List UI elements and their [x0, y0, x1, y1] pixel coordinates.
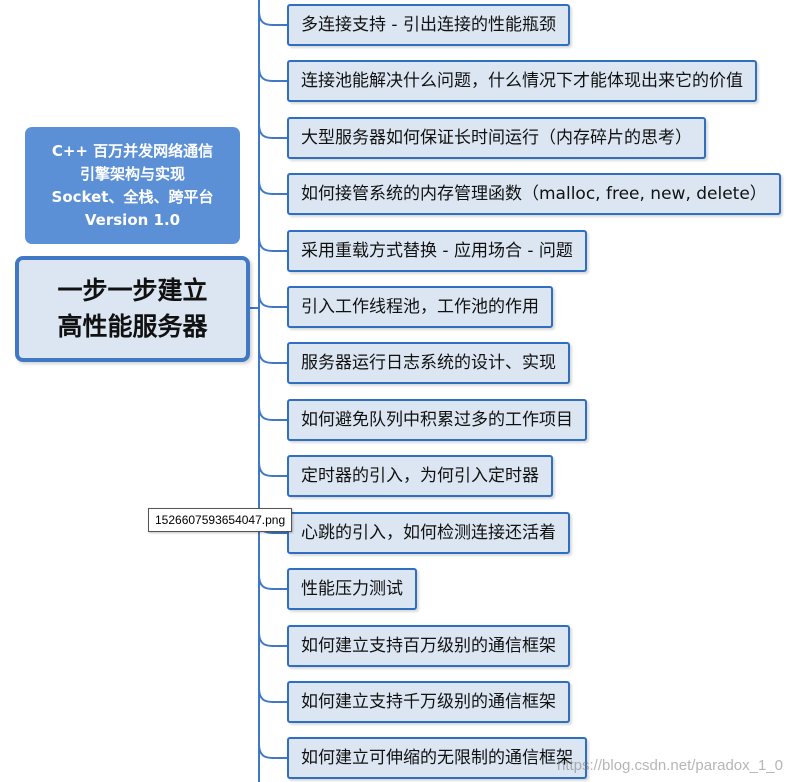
- branch-connector: [258, 405, 287, 421]
- branch-connector: [258, 631, 287, 647]
- branch-connector: [258, 574, 287, 590]
- branch-connector: [258, 66, 287, 82]
- root-topic-node[interactable]: 一步一步建立 高性能服务器: [15, 256, 250, 362]
- topic-node[interactable]: 引入工作线程池，工作池的作用: [287, 286, 553, 328]
- topic-node[interactable]: 如何避免队列中积累过多的工作项目: [287, 399, 587, 441]
- topic-node[interactable]: 如何建立支持百万级别的通信框架: [287, 625, 570, 667]
- course-title-line-1: C++ 百万并发网络通信: [51, 141, 214, 160]
- course-title-line-2: 引擎架构与实现: [79, 164, 185, 183]
- topic-node[interactable]: 大型服务器如何保证长时间运行（内存碎片的思考）: [287, 117, 706, 159]
- topic-node[interactable]: 性能压力测试: [287, 568, 417, 610]
- topic-node[interactable]: 定时器的引入，为何引入定时器: [287, 455, 553, 497]
- branch-connector: [258, 179, 287, 195]
- course-version: Version 1.0: [84, 210, 181, 229]
- branch-connector: [258, 236, 287, 252]
- topic-node[interactable]: 采用重载方式替换 - 应用场合 - 问题: [287, 230, 587, 272]
- course-title-box: C++ 百万并发网络通信 引擎架构与实现 Socket、全栈、跨平台 Versi…: [25, 127, 240, 244]
- branch-connectors: [258, 10, 287, 759]
- root-topic-line-2: 高性能服务器: [57, 312, 208, 341]
- branch-connector: [258, 687, 287, 703]
- watermark-url: https://blog.csdn.net/paradox_1_0: [557, 757, 783, 774]
- image-filename-tooltip: 1526607593654047.png: [148, 508, 293, 532]
- branch-connector: [258, 123, 287, 139]
- root-topic-line-1: 一步一步建立: [57, 276, 208, 305]
- topic-node[interactable]: 如何建立可伸缩的无限制的通信框架: [287, 737, 587, 779]
- topic-node[interactable]: 如何建立支持千万级别的通信框架: [287, 681, 570, 723]
- topic-node[interactable]: 多连接支持 - 引出连接的性能瓶颈: [287, 4, 570, 46]
- topic-node[interactable]: 心跳的引入，如何检测连接还活着: [287, 512, 570, 554]
- branch-connector: [258, 10, 287, 26]
- topic-node[interactable]: 连接池能解决什么问题，什么情况下才能体现出来它的价值: [287, 60, 757, 102]
- topic-node[interactable]: 服务器运行日志系统的设计、实现: [287, 342, 570, 384]
- branch-connector: [258, 292, 287, 308]
- topic-node[interactable]: 如何接管系统的内存管理函数（malloc, free, new, delete）: [287, 173, 781, 215]
- course-title-line-3: Socket、全栈、跨平台: [51, 187, 214, 206]
- branch-connector: [258, 348, 287, 364]
- branch-connector: [258, 461, 287, 477]
- branch-connector: [258, 743, 287, 759]
